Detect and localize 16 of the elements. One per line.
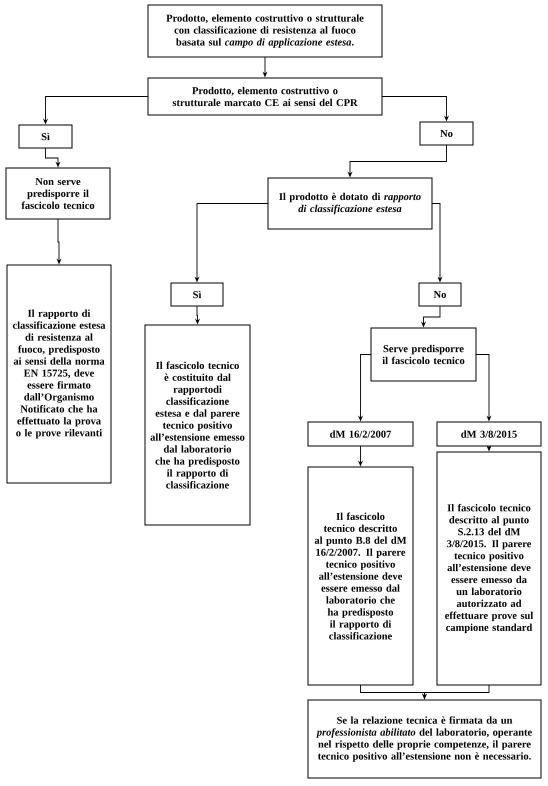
process-box: Il fascicolo tecnico descritto al punto S.2.13 del dM 3/8/2015. Il parere tecnico positivo all’estensione deve essere emesso da un laboratorio autorizzato ad effettuare prove sul campione standard (436, 452, 542, 686)
decision-box: Sì (170, 282, 224, 306)
process-box: Il prodotto è dotato di rapporto di classificazione estesa (268, 178, 432, 230)
process-box: Il fascicolo tecnico è costituito dal rapportodi classificazione estesa e dal parere tecnico positivo all’estensione emesso dal laboratorio che ha predisposto il rapporto di classificazione (144, 324, 250, 526)
decision-box: No (420, 122, 474, 146)
process-box: Serve predisporre il fascicolo tecnico (370, 328, 476, 382)
decision-box: No (418, 282, 462, 306)
decision-box: dM 3/8/2015 (436, 422, 542, 446)
process-box: Prodotto, elemento costruttivo o strutturale marcato CE ai sensi del CPR (148, 78, 382, 116)
process-box: Il rapporto di classificazione estesa di resistenza al fuoco, predisposto ai sensi della norma EN 15725, deve essere firmato dall’Organismo Notificato che ha effettuato la prova o le prove rilevanti (6, 264, 112, 484)
process-box: Il fascicolo tecnico descritto al punto B.8 del dM 16/2/2007. Il parere tecnico positivo all’estensione deve essere emesso dal laboratorio che ha predisposto il rapporto di classificazione (308, 466, 414, 686)
decision-box: dM 16/2/2007 (308, 422, 414, 446)
process-box: Se la relazione tecnica è firmata da un professionista abilitato del laboratorio, operante nel rispetto delle proprie competenze, il parere tecnico positivo all’estensione non è necessario. (308, 700, 542, 778)
process-box: Prodotto, elemento costruttivo o strutturale con classificazione di resistenza al fuoco basata sul campo di applicazione estesa. (148, 4, 382, 58)
process-box: Non serve predisporre il fascicolo tecnico (6, 168, 110, 220)
decision-box: Sì (18, 124, 72, 148)
